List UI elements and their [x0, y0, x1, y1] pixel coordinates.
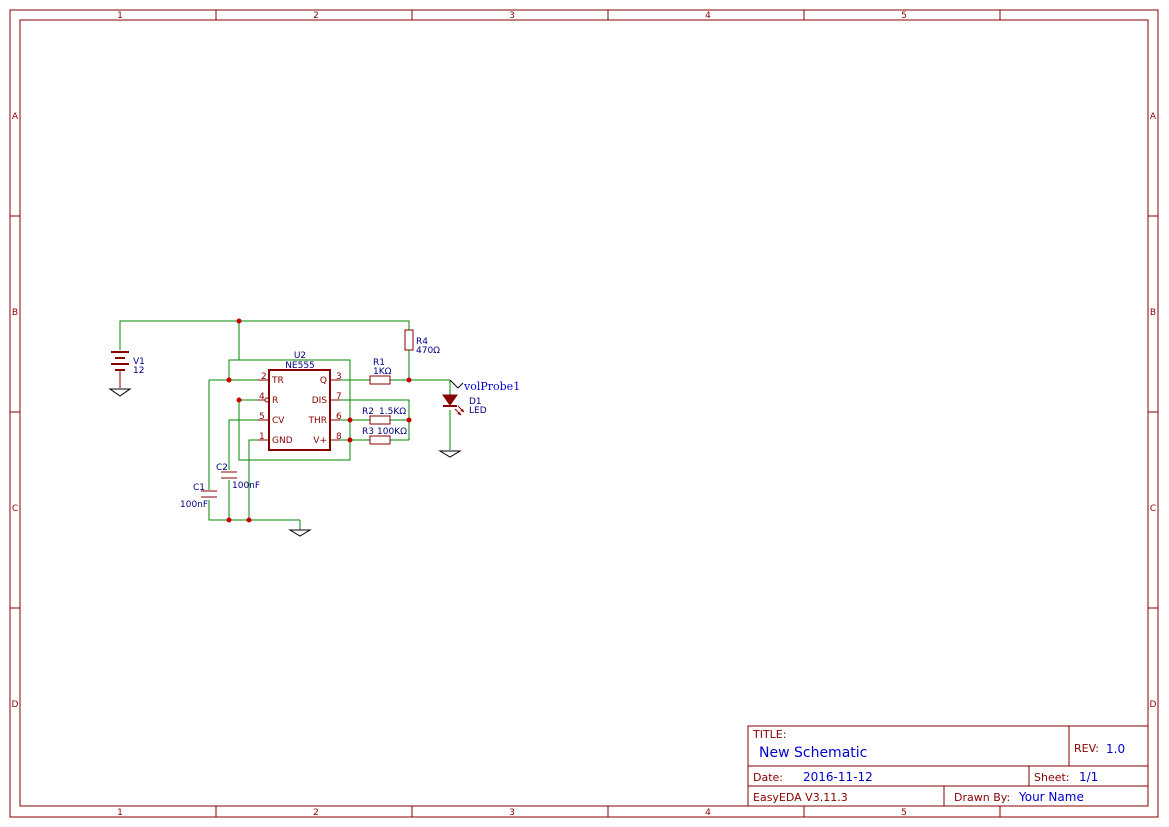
rev-value: 1.0 [1106, 742, 1125, 756]
r2-value: 1.5KΩ [379, 407, 406, 417]
title-value: New Schematic [759, 745, 867, 761]
r2-ref: R2 [362, 407, 374, 417]
battery-v1[interactable] [108, 351, 132, 397]
col-label-bottom-3: 3 [509, 808, 515, 818]
r1-value: 1KΩ [373, 367, 392, 377]
c2-value: 100nF [232, 481, 260, 491]
u2-pinnum-4: 4 [259, 392, 265, 402]
sheet-value: 1/1 [1079, 770, 1098, 784]
u2-pinnum-3: 3 [336, 372, 342, 382]
v1-ref: V1 [133, 357, 145, 367]
col-label-bottom-5: 5 [901, 808, 907, 818]
row-label-left-d: D [12, 700, 19, 710]
resistor-r3[interactable] [369, 435, 391, 445]
row-label-right-b: B [1150, 308, 1156, 318]
c1-ref: C1 [193, 483, 205, 493]
sheet-label: Sheet: [1034, 771, 1070, 784]
r1-ref: R1 [373, 358, 385, 368]
r4-value: 470Ω [416, 346, 440, 356]
col-label-top-1: 1 [117, 11, 123, 21]
c1-value: 100nF [180, 500, 208, 510]
col-label-top-4: 4 [705, 11, 711, 21]
outer-border [9, 9, 1159, 818]
u2-pin-cv: CV [272, 416, 285, 426]
capacitor-c2[interactable] [221, 471, 237, 479]
probe-label: volProbe1 [463, 380, 520, 393]
u2-pin-tr: TR [271, 376, 284, 386]
drawn-by-label: Drawn By: [954, 791, 1010, 804]
resistor-r2[interactable] [369, 415, 391, 425]
u2-pin-vplus: V+ [313, 436, 327, 446]
capacitor-c1[interactable] [201, 490, 217, 498]
u2-pinnum-1: 1 [259, 432, 265, 442]
row-label-left-c: C [12, 504, 18, 514]
u2-pin-gnd: GND [272, 436, 293, 446]
u2-pinnum-6: 6 [336, 412, 342, 422]
title-label: TITLE: [752, 728, 786, 741]
row-label-left-b: B [12, 308, 18, 318]
date-label: Date: [753, 771, 783, 784]
u2-pin-q: Q [320, 376, 327, 386]
col-label-bottom-4: 4 [705, 808, 711, 818]
voltage-probe[interactable] [449, 379, 464, 389]
r3-ref: R3 [362, 427, 374, 437]
wires [119, 320, 451, 530]
row-dividers [10, 215, 1158, 609]
col-label-bottom-2: 2 [313, 808, 319, 818]
title-block [747, 725, 1149, 807]
row-label-right-d: D [1150, 700, 1157, 710]
u2-value: NE555 [285, 361, 315, 371]
date-value: 2016-11-12 [803, 770, 873, 784]
col-label-top-2: 2 [313, 11, 319, 21]
d1-ref: D1 [469, 397, 482, 407]
ic-u2-ne555[interactable] [258, 369, 340, 451]
ground-symbol-led [438, 450, 462, 458]
ground-symbol-main [288, 529, 312, 537]
col-label-bottom-1: 1 [117, 808, 123, 818]
u2-pinnum-2: 2 [261, 372, 267, 382]
junctions [226, 318, 412, 523]
column-dividers [215, 10, 1001, 817]
u2-pinnum-5: 5 [259, 412, 265, 422]
u2-pinnum-7: 7 [336, 392, 342, 402]
inner-border [19, 19, 1149, 807]
rev-label: REV: [1074, 742, 1099, 755]
u2-ref: U2 [294, 351, 306, 361]
u2-pin-dis: DIS [312, 396, 328, 406]
u2-pin-thr: THR [307, 416, 327, 426]
row-label-right-a: A [1150, 112, 1157, 122]
resistor-r1[interactable] [369, 375, 391, 385]
drawn-by-value: Your Name [1018, 790, 1084, 804]
resistor-r4[interactable] [404, 329, 414, 351]
c2-ref: C2 [216, 463, 228, 473]
software-version: EasyEDA V3.11.3 [753, 791, 848, 804]
r3-value: 100KΩ [377, 427, 407, 437]
led-d1[interactable] [442, 394, 465, 416]
col-label-top-5: 5 [901, 11, 907, 21]
row-label-right-c: C [1150, 504, 1156, 514]
d1-value: LED [469, 406, 487, 416]
r4-ref: R4 [416, 337, 428, 347]
v1-value: 12 [133, 366, 144, 376]
u2-pinnum-8: 8 [336, 432, 342, 442]
col-label-top-3: 3 [509, 11, 515, 21]
u2-pin-r: R [272, 396, 278, 406]
row-label-left-a: A [12, 112, 19, 122]
